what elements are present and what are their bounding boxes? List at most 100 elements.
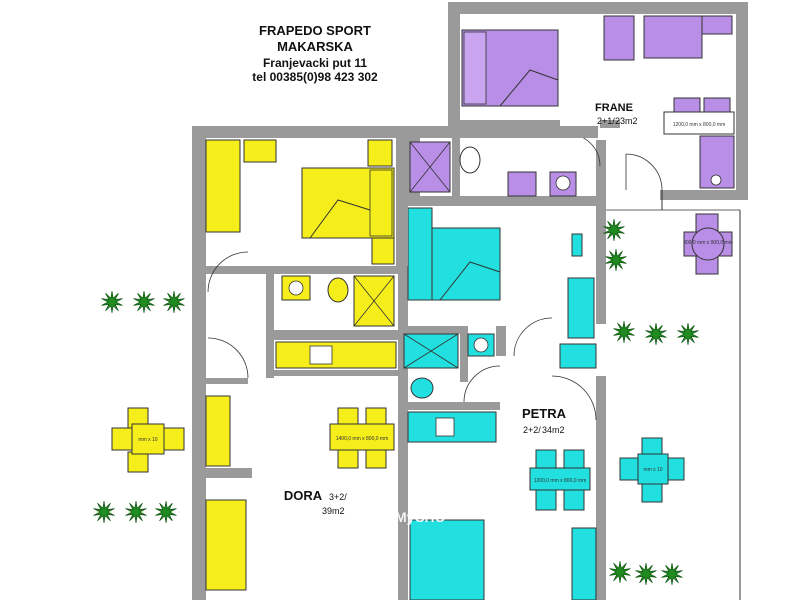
petra-cabinet [567,277,595,339]
garden-table-dimension: mm x 10 [138,437,157,443]
dora-kitchen [275,341,397,369]
plant-icon [603,218,625,242]
dora-chair [365,449,387,469]
plant-icon [163,290,185,314]
dora-capacity: 3+2/ [329,492,347,502]
wall [452,138,460,196]
wall [460,326,468,382]
frane-bed-cover [499,69,559,107]
terrace-round-table [691,227,725,261]
wall [600,120,620,128]
petra-area: 34m2 [542,425,565,435]
wall [206,378,248,384]
door-swing-icon [207,337,249,379]
terrace-table-dimension: 900,0 mm x 900,0 mm [683,240,733,246]
garden-chair [127,451,149,473]
petra-apartment: 1200,0 mm x 800,0 mm PETRA 2+2/ 34m2 [398,206,606,600]
wall [408,126,598,138]
frane-table-dimension: 1200,0 mm x 800,0 mm [673,122,726,128]
garden-chair [111,427,133,451]
wall [274,330,398,340]
petra-chair [563,449,585,471]
wall [206,266,274,274]
frane-toilet-icon [459,146,481,174]
petra-chair [563,489,585,511]
wall [460,120,560,128]
frane-cabinet [701,15,733,35]
wall [192,468,252,478]
dora-bed-pillows [369,169,393,237]
door-swing-icon [625,153,663,191]
wall [408,196,598,206]
petra-chair [535,489,557,511]
door-swing-icon [463,365,501,403]
wall [736,2,748,198]
plant-icon [125,500,147,524]
garden-table-left: mm x 10 [111,407,185,473]
dora-nightstand [371,237,395,265]
wall [448,2,460,126]
sink-icon [473,337,489,353]
address-line: Franjevacki put 11 [263,56,367,70]
wall [398,326,468,334]
plant-icon [605,248,627,272]
garden-table [131,423,165,455]
garden-table [637,453,669,485]
dora-toilet-icon [327,277,349,303]
dora-area: 39m2 [322,506,345,516]
plant-icon [635,562,657,586]
plant-icon [613,320,635,344]
plant-icon [661,562,683,586]
dora-sofa [205,499,247,591]
dora-table-dimension: 1400,0 mm x 800,0 mm [336,436,389,442]
dora-chair [337,449,359,469]
plant-icon [645,322,667,346]
shower-diagonal [353,275,395,327]
petra-wardrobe [407,207,433,301]
dora-cabinet [205,395,231,467]
petra-table-dimension: 1200,0 mm x 800,0 mm [534,478,587,484]
watermark-text: MyCHO [395,509,446,525]
dora-chair [337,407,359,427]
dora-name: DORA [284,488,323,503]
garden-table-dimension: mm x 10 [643,467,662,473]
wall [406,402,500,410]
frane-table [663,111,735,135]
wall [274,370,398,376]
dora-bed-cover [309,199,371,239]
frane-sink-icon [710,174,722,186]
garden-table-right: mm x 10 [619,437,685,503]
wall [192,126,206,600]
petra-sofa [409,519,485,600]
wall [396,126,408,266]
frane-apartment: 1200,0 mm x 800,0 mm FRANE 2+1/ 23m2 [448,2,748,210]
door-swing-icon [207,251,249,293]
petra-capacity: 2+2/ [523,425,541,435]
petra-nightstand [571,233,583,257]
plant-icon [677,322,699,346]
dora-chair [365,407,387,427]
wall [660,190,748,200]
header: FRAPEDO SPORT MAKARSKA Franjevacki put 1… [252,23,378,84]
petra-chair [535,449,557,471]
wall [266,266,274,378]
dora-table [329,423,395,451]
plant-icon [609,560,631,584]
door-swing-icon [513,317,553,357]
dora-apartment: 1400,0 mm x 800,0 mm DORA 3+2/ 39m2 [192,126,408,600]
terrace: 900,0 mm x 900,0 mm [606,209,741,600]
frane-name: FRANE [595,102,633,114]
frane-capacity: 2+1/ [597,116,615,126]
frane-bed-pillows [463,31,487,105]
wall [496,326,506,356]
shower-diagonal [403,333,459,369]
plants [93,218,699,586]
wall [274,266,398,274]
garden-chair [641,481,663,503]
plant-icon [101,290,123,314]
dora-kitchen-sink-icon [309,345,333,365]
door-swing-icon [567,133,601,167]
company-name: FRAPEDO SPORT [259,23,371,38]
petra-toilet-icon [410,377,434,399]
